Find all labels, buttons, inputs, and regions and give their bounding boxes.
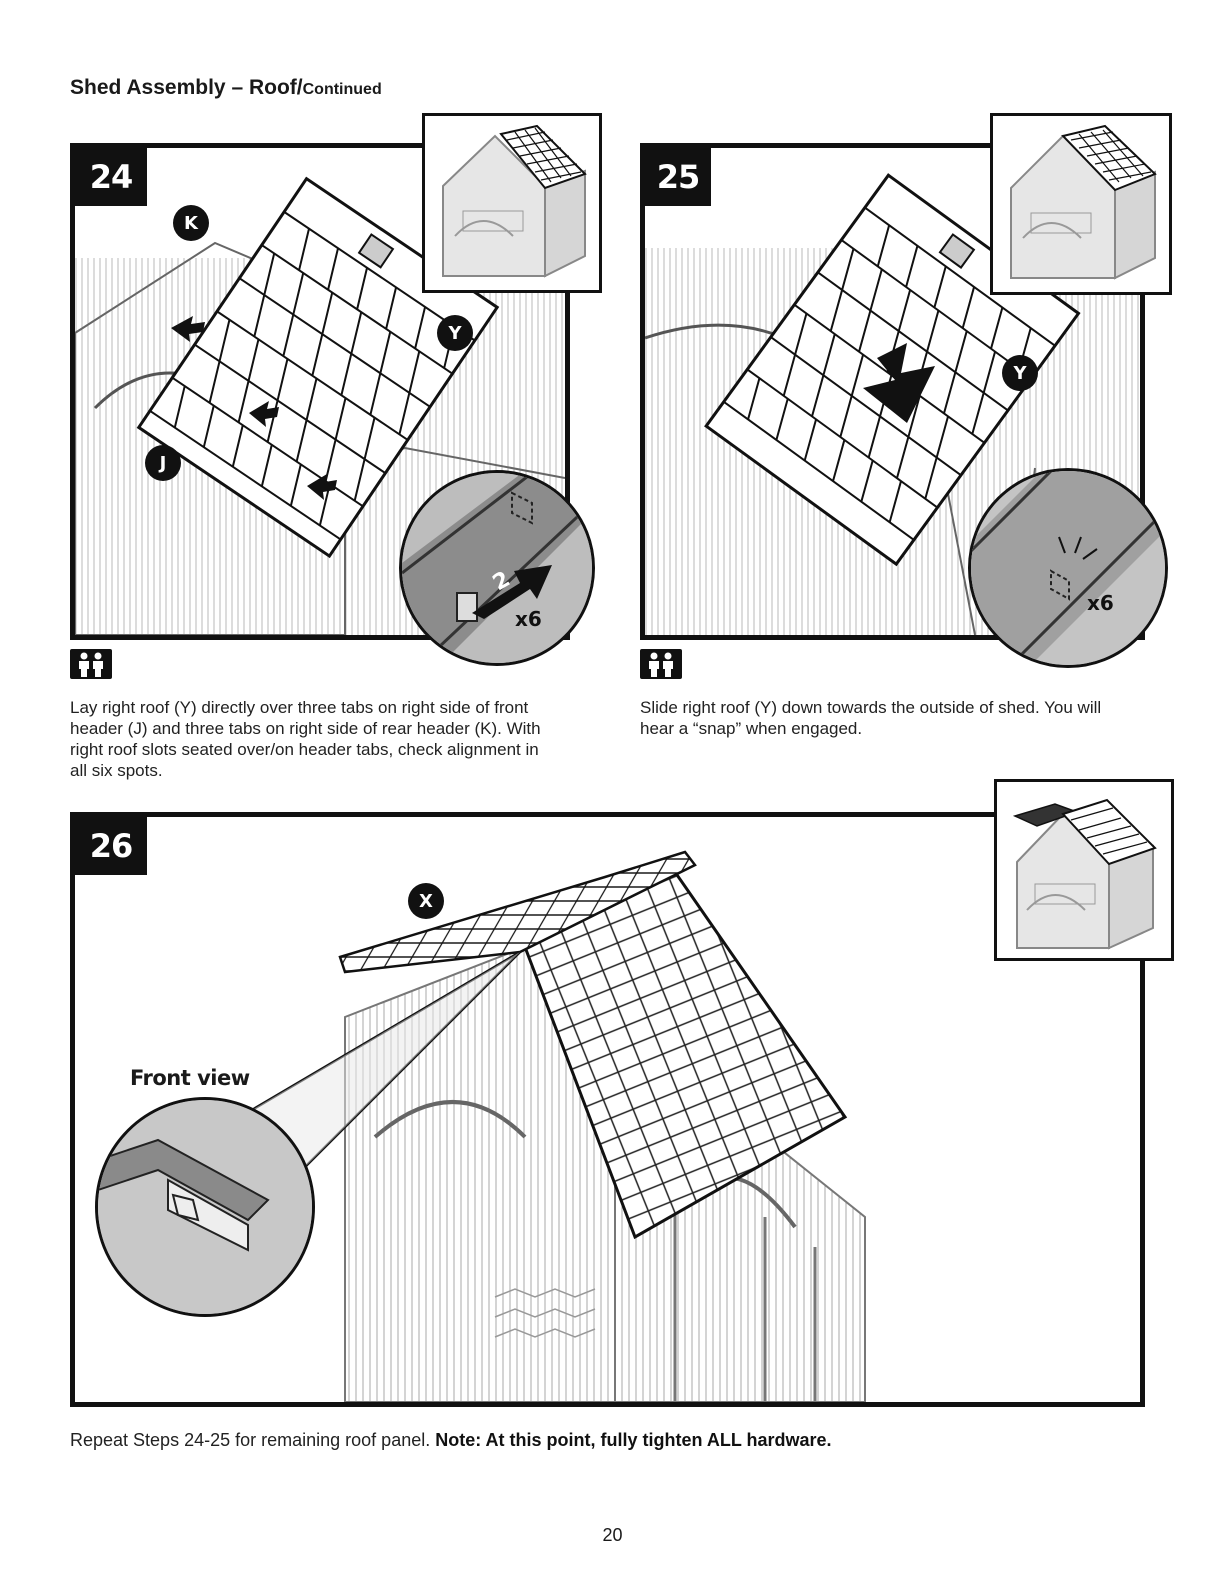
step-26-panel: 26 X (70, 812, 1145, 1407)
callout-j: J (145, 445, 181, 481)
footer-instruction: Repeat Steps 24-25 for remaining roof pa… (70, 1430, 832, 1451)
zoom-ridge-detail (98, 1100, 312, 1314)
step-25-number: 25 (645, 148, 711, 206)
two-person-icon (70, 649, 112, 679)
zoom-tab-detail (402, 473, 592, 663)
shed-thumbnail-image (425, 116, 599, 290)
step-25-instructions: Slide right roof (Y) down towards the ou… (640, 698, 1102, 738)
step-26-zoom-detail (95, 1097, 315, 1317)
page-title: Shed Assembly – Roof/Continued (70, 76, 382, 100)
step-26-number: 26 (75, 817, 147, 875)
callout-x: X (408, 883, 444, 919)
step-24-quantity: x6 (515, 607, 542, 631)
step-25-zoom-detail: x6 (968, 468, 1168, 668)
footer-note: Note: At this point, fully tighten ALL h… (435, 1430, 832, 1450)
step-26-thumbnail (994, 779, 1174, 961)
shed-thumbnail-image (993, 116, 1169, 292)
step-25-thumbnail (990, 113, 1172, 295)
step-24-illustration (75, 176, 565, 635)
shed-thumbnail-image (997, 782, 1171, 958)
callout-y: Y (1002, 355, 1038, 391)
zoom-snap-detail (971, 471, 1165, 665)
title-main: Shed Assembly – Roof/ (70, 76, 303, 99)
two-person-icon (640, 649, 682, 679)
title-subtitle: Continued (302, 81, 382, 98)
step-25-quantity: x6 (1087, 591, 1114, 615)
callout-y: Y (437, 315, 473, 351)
step-24-thumbnail (422, 113, 602, 293)
callout-k: K (173, 205, 209, 241)
front-view-label: Front view (130, 1066, 250, 1090)
page-number: 20 (602, 1525, 623, 1545)
step-24-number: 24 (75, 148, 147, 206)
step-24-zoom-detail: 2 x6 (399, 470, 595, 666)
footer-text: Repeat Steps 24-25 for remaining roof pa… (70, 1430, 436, 1450)
step-26-illustration (239, 850, 866, 1402)
step-24-instructions: Lay right roof (Y) directly over three t… (70, 698, 541, 780)
